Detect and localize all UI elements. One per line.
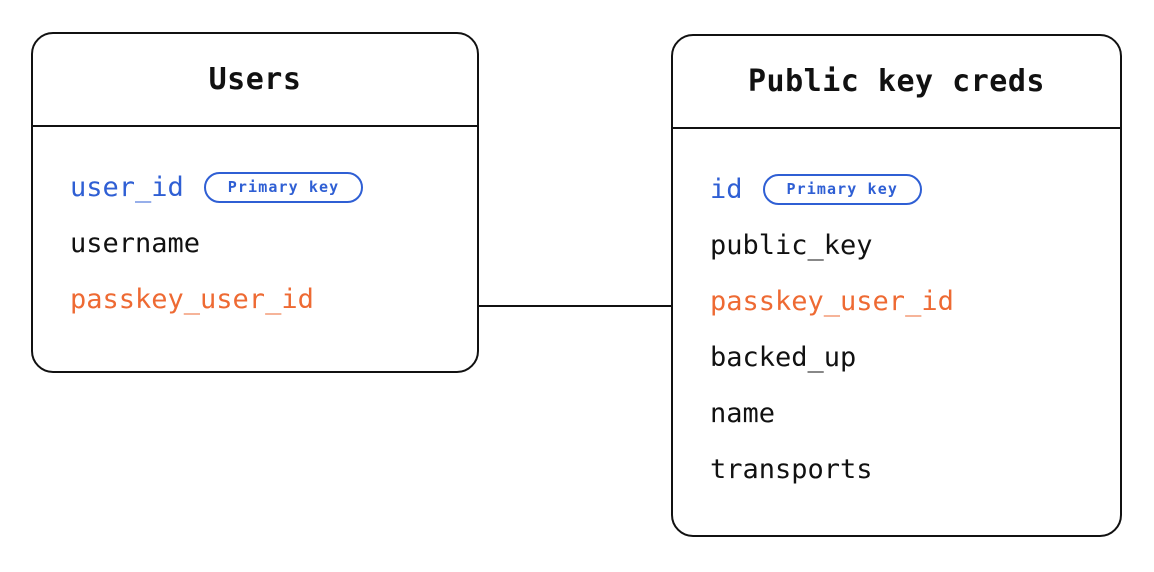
field-label-passkey-user-id: passkey_user_id	[70, 283, 314, 315]
entity-users[interactable]: Users user_id Primary key username passk…	[31, 32, 479, 373]
field-row[interactable]: user_id Primary key	[70, 159, 477, 215]
entity-users-header: Users	[33, 34, 477, 127]
entity-users-title: Users	[208, 61, 302, 97]
field-label-user-id: user_id	[70, 171, 184, 203]
field-label-name: name	[710, 397, 776, 429]
relationship-connector-line	[477, 305, 673, 307]
field-label-transports: transports	[710, 453, 873, 485]
field-label-id: id	[710, 173, 743, 205]
field-row[interactable]: passkey_user_id	[710, 273, 1120, 329]
entity-public-key-creds-header: Public key creds	[673, 36, 1120, 129]
field-label-public-key: public_key	[710, 229, 873, 261]
entity-public-key-creds-field-list: id Primary key public_key passkey_user_i…	[673, 129, 1120, 497]
primary-key-badge: Primary key	[203, 171, 364, 203]
field-label-passkey-user-id: passkey_user_id	[710, 285, 954, 317]
field-row[interactable]: transports	[710, 441, 1120, 497]
entity-public-key-creds-title: Public key creds	[748, 63, 1045, 99]
field-row[interactable]: username	[70, 215, 477, 271]
field-row[interactable]: name	[710, 385, 1120, 441]
field-row[interactable]: passkey_user_id	[70, 271, 477, 327]
entity-users-field-list: user_id Primary key username passkey_use…	[33, 127, 477, 327]
primary-key-badge: Primary key	[762, 173, 922, 205]
entity-public-key-creds[interactable]: Public key creds id Primary key public_k…	[671, 34, 1122, 537]
field-label-username: username	[70, 227, 201, 259]
field-row[interactable]: id Primary key	[710, 161, 1120, 217]
field-row[interactable]: public_key	[710, 217, 1120, 273]
field-row[interactable]: backed_up	[710, 329, 1120, 385]
field-label-backed-up: backed_up	[710, 341, 857, 373]
